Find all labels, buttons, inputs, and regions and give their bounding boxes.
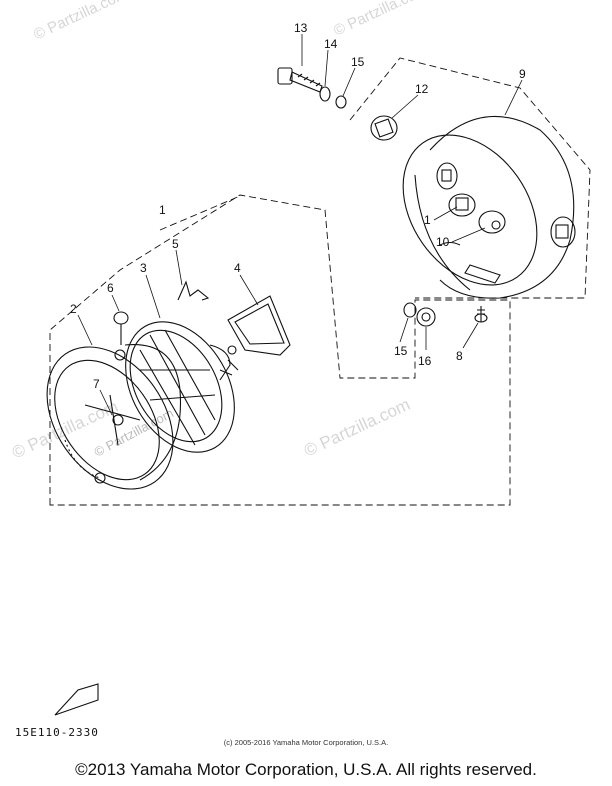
copyright-main: ©2013 Yamaha Motor Corporation, U.S.A. A… — [75, 760, 537, 779]
assembly-outline-dashes — [49, 57, 591, 506]
headlight-rim — [46, 344, 182, 490]
screw-6 — [113, 311, 129, 345]
bolt-13 — [277, 67, 323, 93]
leader-lines — [77, 34, 523, 416]
front-badge-label: FWD — [0, 690, 11, 699]
lens-unit — [125, 321, 239, 453]
callout-4: 4 — [234, 261, 241, 275]
washer-14 — [319, 86, 331, 102]
nut-16 — [416, 307, 436, 327]
drawing-code: 15E110-2330 — [15, 726, 99, 739]
grommet-12 — [370, 115, 398, 141]
callout-15-top: 15 — [351, 55, 365, 69]
callout-9: 9 — [519, 67, 526, 81]
callout-3: 3 — [140, 261, 147, 275]
callout-6: 6 — [107, 281, 114, 295]
callout-1-housing: 1 — [424, 213, 431, 227]
callout-13: 13 — [294, 21, 308, 35]
callout-1-assembly: 1 — [159, 203, 166, 217]
callout-numbers: 13 14 15 9 12 1 10 1 5 3 4 6 2 7 15 16 8… — [0, 21, 526, 699]
callout-15-right: 15 — [394, 344, 408, 358]
cover-4 — [227, 295, 291, 356]
front-arrow-badge — [54, 683, 99, 716]
bolt-8 — [474, 306, 488, 323]
headlight-housing — [402, 115, 576, 299]
spring-5 — [177, 280, 210, 301]
callout-12: 12 — [415, 82, 429, 96]
callout-8: 8 — [456, 349, 463, 363]
callout-5: 5 — [172, 237, 179, 251]
nut-15-top — [335, 95, 347, 109]
callout-7: 7 — [93, 377, 100, 391]
copyright-small: (c) 2005-2016 Yamaha Motor Corporation, … — [223, 738, 389, 747]
washer-15-right — [403, 302, 417, 318]
callout-16: 16 — [418, 354, 432, 368]
callout-10: 10 — [436, 235, 450, 249]
callout-14: 14 — [324, 37, 338, 51]
callout-2: 2 — [70, 302, 77, 316]
